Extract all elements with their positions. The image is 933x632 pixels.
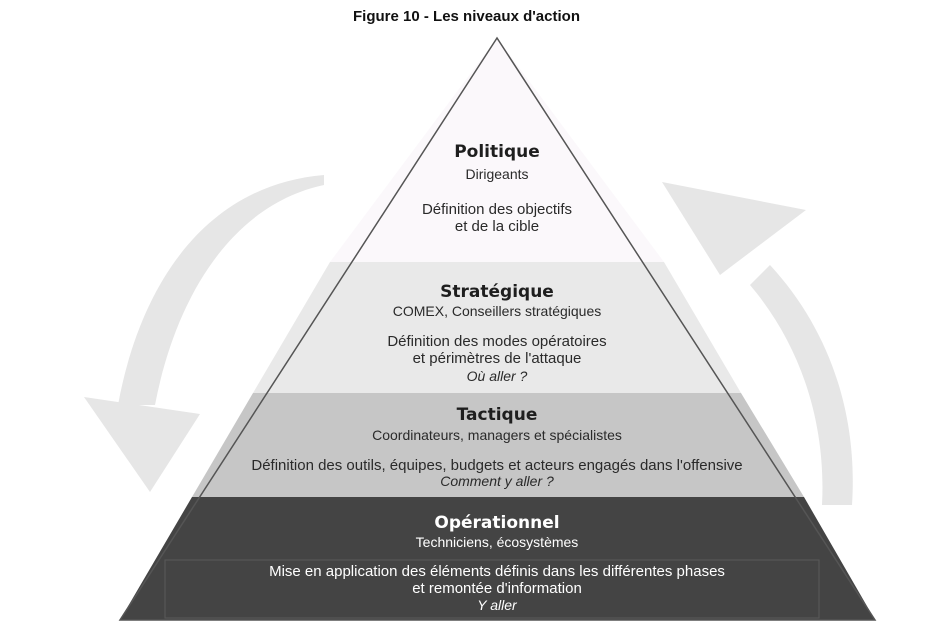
curved-up-arrow-icon bbox=[662, 182, 853, 505]
level-desc-operationnel-1: Mise en application des éléments définis… bbox=[269, 563, 725, 580]
operational-text-box bbox=[164, 559, 820, 619]
curved-down-arrow-icon bbox=[84, 175, 324, 492]
level-band-strategique bbox=[253, 262, 741, 393]
figure-title: Figure 10 - Les niveaux d'action bbox=[353, 8, 580, 25]
level-role-politique: Dirigeants bbox=[465, 166, 529, 182]
level-question-operationnel: Y aller bbox=[477, 597, 517, 613]
level-desc-strategique-2: et périmètres de l'attaque bbox=[412, 350, 582, 367]
level-band-operationnel bbox=[120, 497, 875, 620]
level-desc-strategique-1: Définition des modes opératoires bbox=[387, 333, 607, 350]
level-band-politique bbox=[330, 38, 664, 262]
level-question-tactique: Comment y aller ? bbox=[440, 473, 554, 489]
level-role-strategique: COMEX, Conseillers stratégiques bbox=[392, 303, 602, 319]
level-desc-operationnel-2: et remontée d'information bbox=[412, 580, 582, 597]
level-title-politique: Politique bbox=[454, 142, 540, 162]
level-desc-politique-1: Définition des objectifs bbox=[421, 201, 573, 218]
level-role-tactique: Coordinateurs, managers et spécialistes bbox=[372, 427, 622, 443]
level-title-tactique: Tactique bbox=[456, 405, 538, 425]
level-title-strategique: Stratégique bbox=[440, 282, 554, 302]
level-desc-tactique-1: Définition des outils, équipes, budgets … bbox=[251, 457, 743, 474]
level-band-tactique bbox=[192, 393, 804, 497]
pyramid-outline bbox=[118, 36, 877, 621]
level-desc-politique-2: et de la cible bbox=[454, 218, 540, 235]
level-role-operationnel: Techniciens, écosystèmes bbox=[415, 534, 579, 550]
level-title-operationnel: Opérationnel bbox=[434, 513, 560, 533]
level-question-strategique: Où aller ? bbox=[466, 368, 528, 384]
